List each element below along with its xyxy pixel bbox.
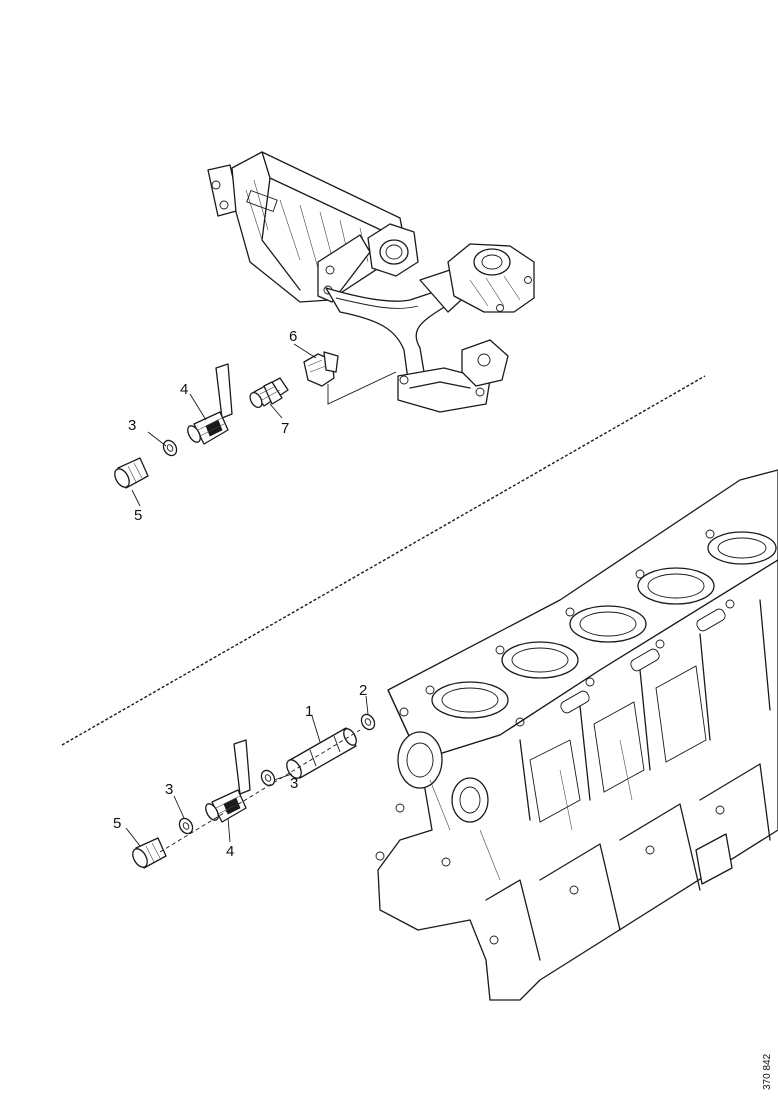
callout-7: 7 bbox=[281, 420, 289, 437]
part-4-drain-valve-upper bbox=[187, 363, 233, 445]
callout-3-right: 3 bbox=[290, 775, 298, 792]
callout-2: 2 bbox=[359, 682, 367, 699]
part-3-washer-right bbox=[260, 769, 276, 787]
lower-parts-group bbox=[125, 695, 376, 869]
callout-5-upper: 5 bbox=[134, 507, 142, 524]
part-3-washer-upper bbox=[162, 439, 178, 457]
section-divider-line bbox=[61, 375, 706, 746]
part-5-plug-lower bbox=[132, 837, 167, 869]
part-4-drain-valve-lower bbox=[205, 739, 251, 823]
part-1-pipe-nipple bbox=[286, 727, 357, 779]
engine-block bbox=[375, 469, 778, 1001]
part-6-elbow-fitting bbox=[303, 351, 339, 387]
reference-code: 370 842 bbox=[762, 1053, 773, 1090]
callout-4-lower: 4 bbox=[226, 843, 234, 860]
callout-4-upper: 4 bbox=[180, 381, 188, 398]
callout-3-upper: 3 bbox=[128, 417, 136, 434]
upper-parts-group bbox=[114, 343, 339, 507]
part-5-plug-upper bbox=[114, 457, 149, 489]
part-3-washer-left bbox=[178, 817, 194, 835]
callout-6: 6 bbox=[289, 328, 297, 345]
callout-3-left: 3 bbox=[165, 781, 173, 798]
part-7-union bbox=[249, 377, 289, 409]
callout-5-lower: 5 bbox=[113, 815, 121, 832]
manifold-assembly bbox=[207, 151, 535, 413]
part-2-washer bbox=[360, 713, 376, 731]
callout-1: 1 bbox=[305, 703, 313, 720]
